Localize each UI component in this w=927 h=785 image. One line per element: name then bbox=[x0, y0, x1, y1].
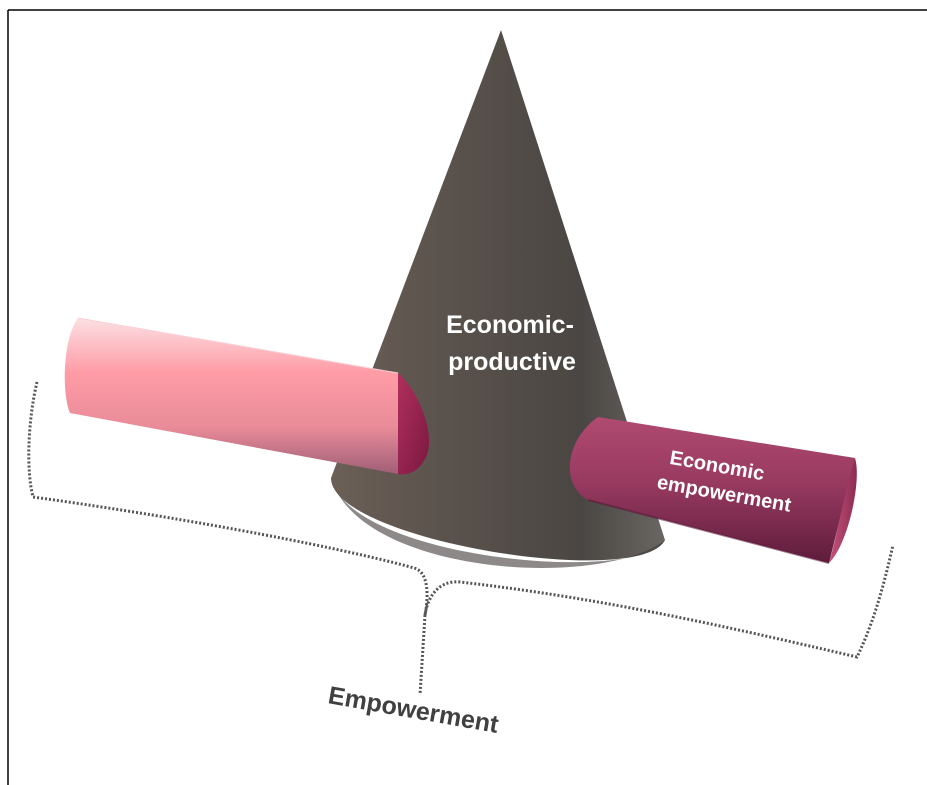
cone-label-line2: productive bbox=[448, 348, 576, 376]
empowerment-bracket bbox=[27, 381, 895, 696]
right-cylinder bbox=[569, 417, 857, 564]
cone-label-line1: Economic- bbox=[446, 311, 574, 339]
bracket-label: Empowerment bbox=[326, 681, 501, 739]
left-cylinder bbox=[64, 317, 430, 475]
